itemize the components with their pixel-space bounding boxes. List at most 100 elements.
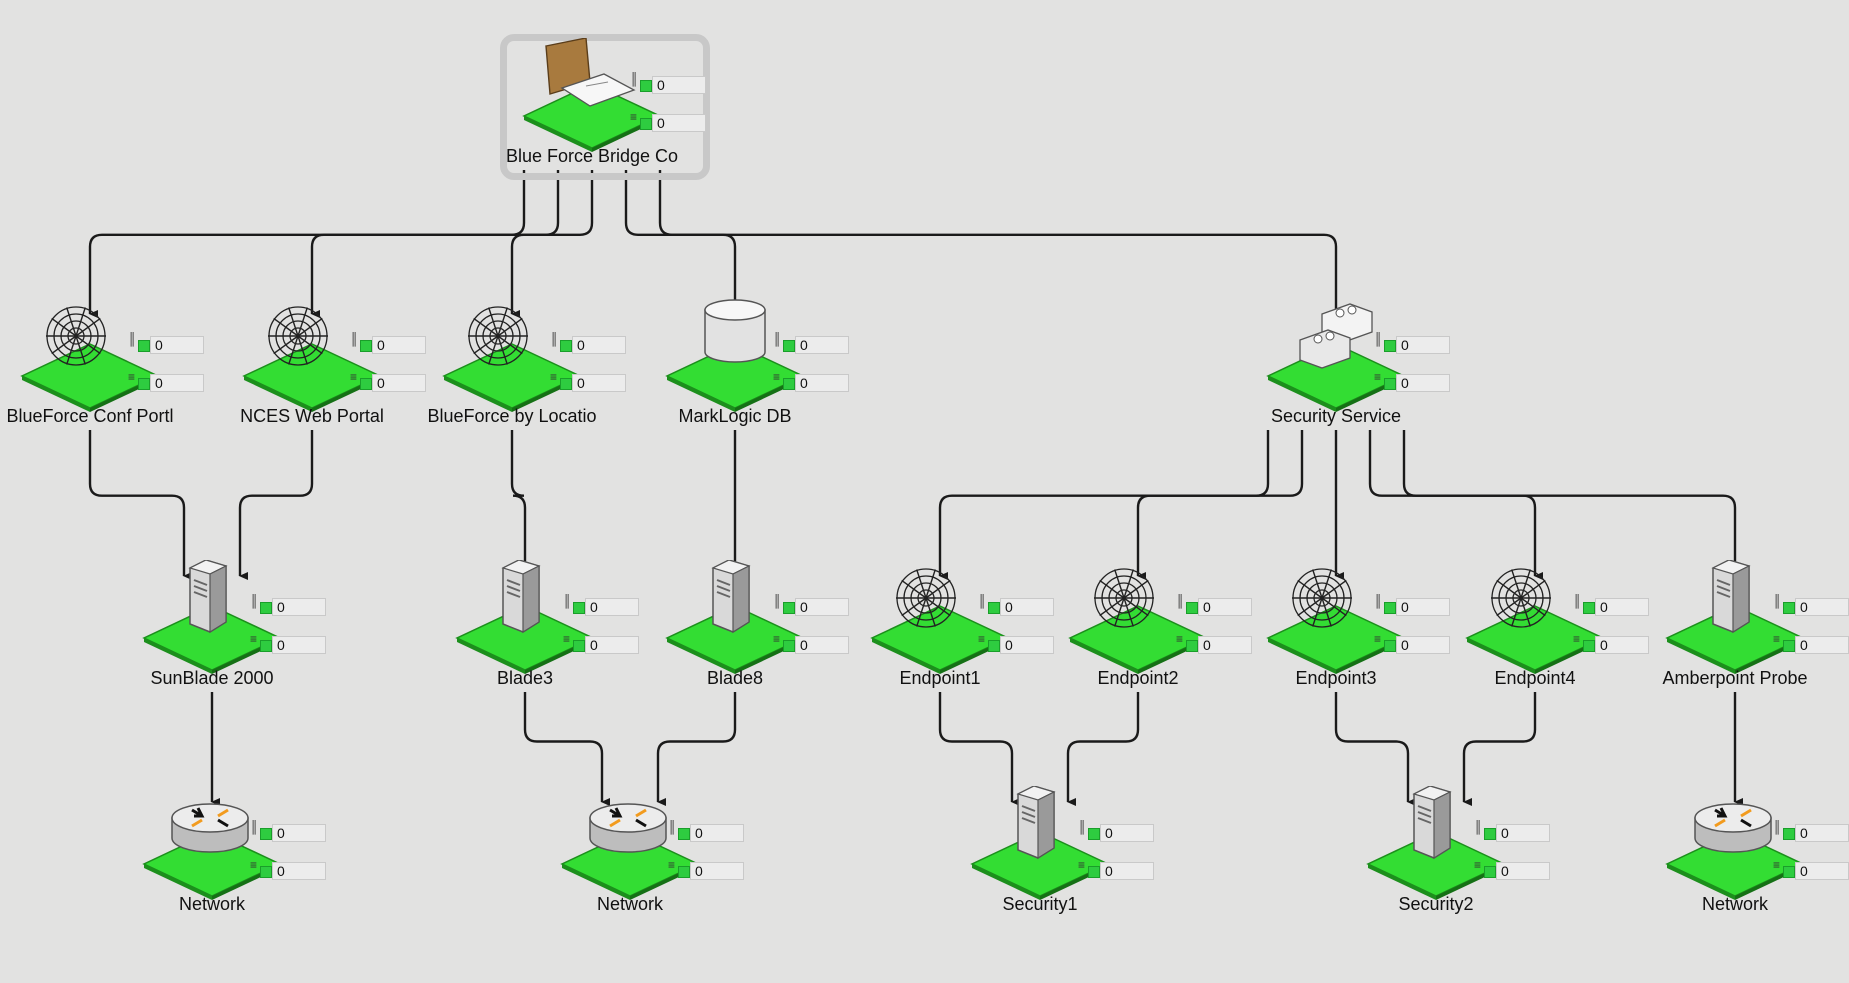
queue-indicator-led: [678, 866, 690, 878]
status-indicator-value: 0: [652, 76, 706, 94]
status-indicator-led: [1088, 828, 1100, 840]
status-indicator-led: [640, 80, 652, 92]
queue-indicator-led: [1384, 640, 1396, 652]
node-label: Blue Force Bridge Co: [505, 146, 679, 166]
status-indicator: ║ 0: [1474, 820, 1550, 842]
queue-indicator-value: 0: [1100, 862, 1154, 880]
queue-indicator-led: [1783, 640, 1795, 652]
status-indicator-value: 0: [795, 598, 849, 616]
queue-indicator: ≡ 0: [1773, 632, 1849, 654]
edge-security-to-amberpoint[interactable]: [1402, 430, 1743, 580]
status-indicator-icon: ║: [668, 820, 677, 834]
queue-indicator-led: [1484, 866, 1496, 878]
queue-indicator-value: 0: [795, 636, 849, 654]
status-indicator: ║ 0: [250, 594, 326, 616]
edge-endpoint2-to-security1[interactable]: [1066, 692, 1140, 806]
edge-confportal-to-sunblade[interactable]: [88, 430, 192, 580]
status-indicator-value: 0: [1496, 824, 1550, 842]
status-indicator: ║ 0: [773, 594, 849, 616]
edge-blade3-to-network2[interactable]: [523, 692, 610, 806]
queue-indicator-value: 0: [1795, 862, 1849, 880]
queue-indicator: ≡ 0: [978, 632, 1054, 654]
status-indicator: ║ 0: [1773, 594, 1849, 616]
status-indicator-value: 0: [572, 336, 626, 354]
queue-indicator-value: 0: [1198, 636, 1252, 654]
queue-indicator: ≡ 0: [250, 632, 326, 654]
queue-indicator-led: [560, 378, 572, 390]
edge-bridge-to-nces[interactable]: [310, 170, 560, 318]
queue-indicator: ≡ 0: [250, 858, 326, 880]
status-indicator-icon: ║: [550, 332, 559, 346]
node-label: Amberpoint Probe: [1662, 668, 1808, 688]
queue-indicator-value: 0: [585, 636, 639, 654]
edge-endpoint3-to-security2[interactable]: [1334, 692, 1416, 806]
status-indicator: ║ 0: [1078, 820, 1154, 842]
node-label: Blade3: [496, 668, 554, 688]
queue-indicator-led: [573, 640, 585, 652]
status-indicator: ║ 0: [668, 820, 744, 842]
node-label: Security2: [1398, 894, 1474, 914]
web-service-icon: [20, 306, 160, 412]
edge-endpoint1-to-security1[interactable]: [938, 692, 1020, 806]
edge-security-to-endpoint4[interactable]: [1368, 430, 1543, 580]
queue-indicator-icon: ≡: [1474, 858, 1482, 872]
node-label: Endpoint1: [899, 668, 981, 688]
queue-indicator-led: [1088, 866, 1100, 878]
node-amberpoint[interactable]: ║ 0 ≡ 0 Amberpoint Probe: [1655, 560, 1849, 690]
edge-bridge-to-marklogic[interactable]: [624, 170, 743, 318]
queue-indicator-icon: ≡: [773, 632, 781, 646]
queue-indicator-led: [138, 378, 150, 390]
edge-bridge-to-confportal[interactable]: [88, 170, 526, 318]
queue-indicator: ≡ 0: [1078, 858, 1154, 880]
server-icon: [665, 560, 805, 674]
status-indicator: ║ 0: [350, 332, 426, 354]
edge-security-to-endpoint1[interactable]: [938, 430, 1270, 580]
status-indicator: ║ 0: [1374, 594, 1450, 616]
queue-indicator: ≡ 0: [563, 632, 639, 654]
edge-endpoint4-to-security2[interactable]: [1462, 692, 1537, 806]
edge-bridge-to-bylocation[interactable]: [510, 170, 594, 318]
queue-indicator: ≡ 0: [1773, 858, 1849, 880]
edge-bridge-to-security[interactable]: [658, 170, 1344, 318]
edge-security-to-endpoint2[interactable]: [1136, 430, 1304, 580]
queue-indicator-icon: ≡: [1078, 858, 1086, 872]
status-indicator: ║ 0: [1573, 594, 1649, 616]
queue-indicator-icon: ≡: [1374, 370, 1382, 384]
queue-indicator-value: 0: [272, 636, 326, 654]
router-icon: [1665, 803, 1805, 900]
status-indicator-led: [1384, 340, 1396, 352]
status-indicator-led: [260, 602, 272, 614]
status-indicator-value: 0: [1396, 598, 1450, 616]
queue-indicator-value: 0: [652, 114, 706, 132]
status-indicator-led: [678, 828, 690, 840]
status-indicator: ║ 0: [773, 332, 849, 354]
queue-indicator-icon: ≡: [550, 370, 558, 384]
edge-bylocation-to-blade3[interactable]: [510, 430, 533, 580]
edge-blade8-to-network2[interactable]: [656, 692, 737, 806]
queue-indicator: ≡ 0: [350, 370, 426, 392]
edge-nces-to-sunblade[interactable]: [238, 430, 314, 580]
queue-indicator: ≡ 0: [550, 370, 626, 392]
node-label: Security Service: [1270, 406, 1402, 426]
status-indicator-led: [573, 602, 585, 614]
web-service-icon: [242, 306, 382, 412]
